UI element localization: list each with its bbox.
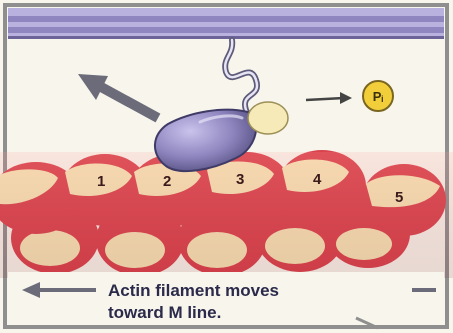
actin-number: 3 xyxy=(236,171,244,188)
actin-number: 1 xyxy=(97,173,105,190)
actin-number: 2 xyxy=(163,173,171,190)
phosphate-label: Pᵢ xyxy=(373,89,384,104)
actin-number: 5 xyxy=(395,189,403,206)
actin-filament: 1 2 3 4 5 xyxy=(0,150,453,278)
actin-number: 4 xyxy=(313,171,322,188)
adp-molecule xyxy=(248,102,288,134)
caption-line-1: Actin filament moves xyxy=(108,281,279,300)
phosphate-icon: Pᵢ xyxy=(363,81,393,111)
thick-filament xyxy=(8,8,444,39)
caption-line-2: toward M line. xyxy=(108,303,221,322)
actin-shading xyxy=(0,152,453,278)
